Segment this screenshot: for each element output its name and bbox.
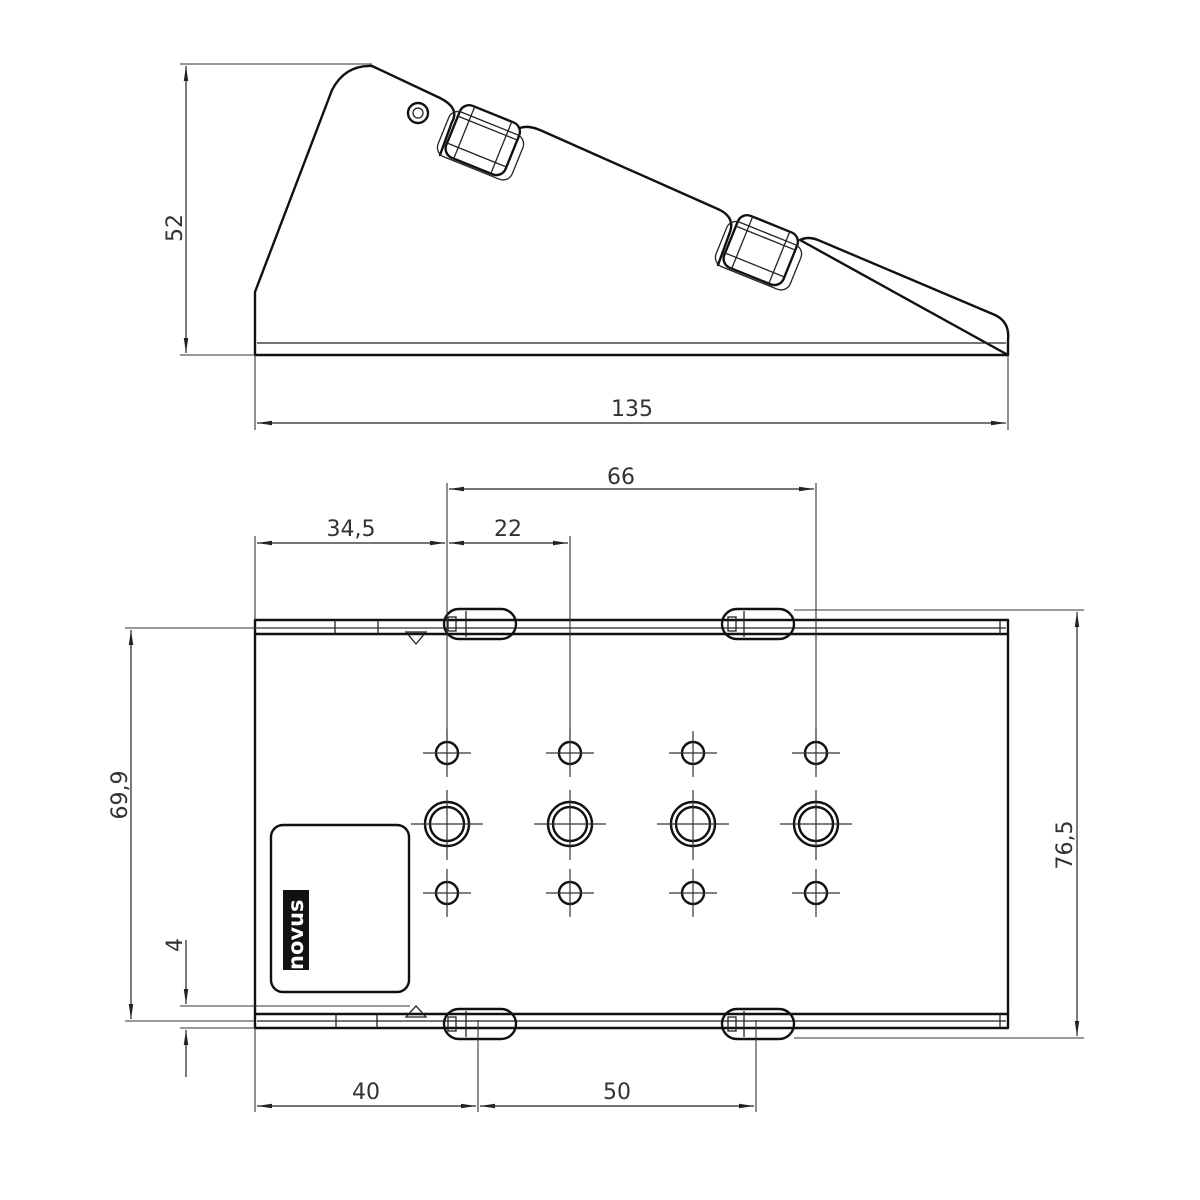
hole-large — [657, 790, 729, 860]
dimension-4: 4 — [163, 938, 410, 1077]
top-view: novus 66 — [108, 465, 1084, 1112]
dimension-34-5: 34,5 — [257, 517, 445, 546]
plate-outline — [253, 618, 1010, 1030]
hole-small — [669, 869, 717, 917]
hole-large — [780, 790, 852, 860]
svg-text:66: 66 — [607, 465, 635, 490]
screw-icon — [406, 101, 430, 125]
clip-top-2 — [720, 607, 796, 641]
hole-small — [792, 869, 840, 917]
dimension-69-9: 69,9 — [108, 627, 444, 1022]
clip-bottom-1 — [442, 1007, 518, 1041]
dimension-40: 40 — [257, 1080, 476, 1109]
svg-text:135: 135 — [611, 397, 653, 422]
novus-logo: novus — [284, 899, 308, 970]
svg-text:76,5: 76,5 — [1053, 821, 1078, 870]
hole-grid — [411, 729, 852, 917]
clip-2 — [714, 214, 803, 291]
hole-small — [546, 869, 594, 917]
dimension-22: 22 — [449, 517, 568, 546]
marker-triangle-bottom — [404, 1005, 428, 1018]
hole-small — [423, 869, 471, 917]
dimension-length-135: 135 — [254, 355, 1009, 430]
svg-text:4: 4 — [163, 938, 188, 952]
clip-top-1 — [442, 607, 518, 641]
svg-text:40: 40 — [352, 1080, 380, 1105]
dimension-76-5: 76,5 — [794, 609, 1084, 1039]
hole-small — [669, 731, 717, 777]
dimension-height-52: 52 — [163, 63, 372, 356]
hole-large — [411, 790, 483, 860]
clip-bottom-2 — [720, 1007, 796, 1041]
marker-triangle-top — [404, 631, 428, 646]
svg-text:50: 50 — [603, 1080, 631, 1105]
hole-large — [534, 790, 606, 860]
svg-text:34,5: 34,5 — [327, 517, 376, 542]
dimension-66: 66 — [449, 465, 814, 492]
svg-text:52: 52 — [163, 214, 188, 242]
svg-text:69,9: 69,9 — [108, 771, 133, 820]
side-profile-outline — [253, 64, 1010, 357]
logo-plate: novus — [269, 823, 411, 994]
clip-1 — [436, 104, 525, 181]
svg-text:22: 22 — [494, 517, 522, 542]
dimension-50: 50 — [480, 1080, 754, 1109]
side-view: 52 135 — [163, 63, 1010, 430]
